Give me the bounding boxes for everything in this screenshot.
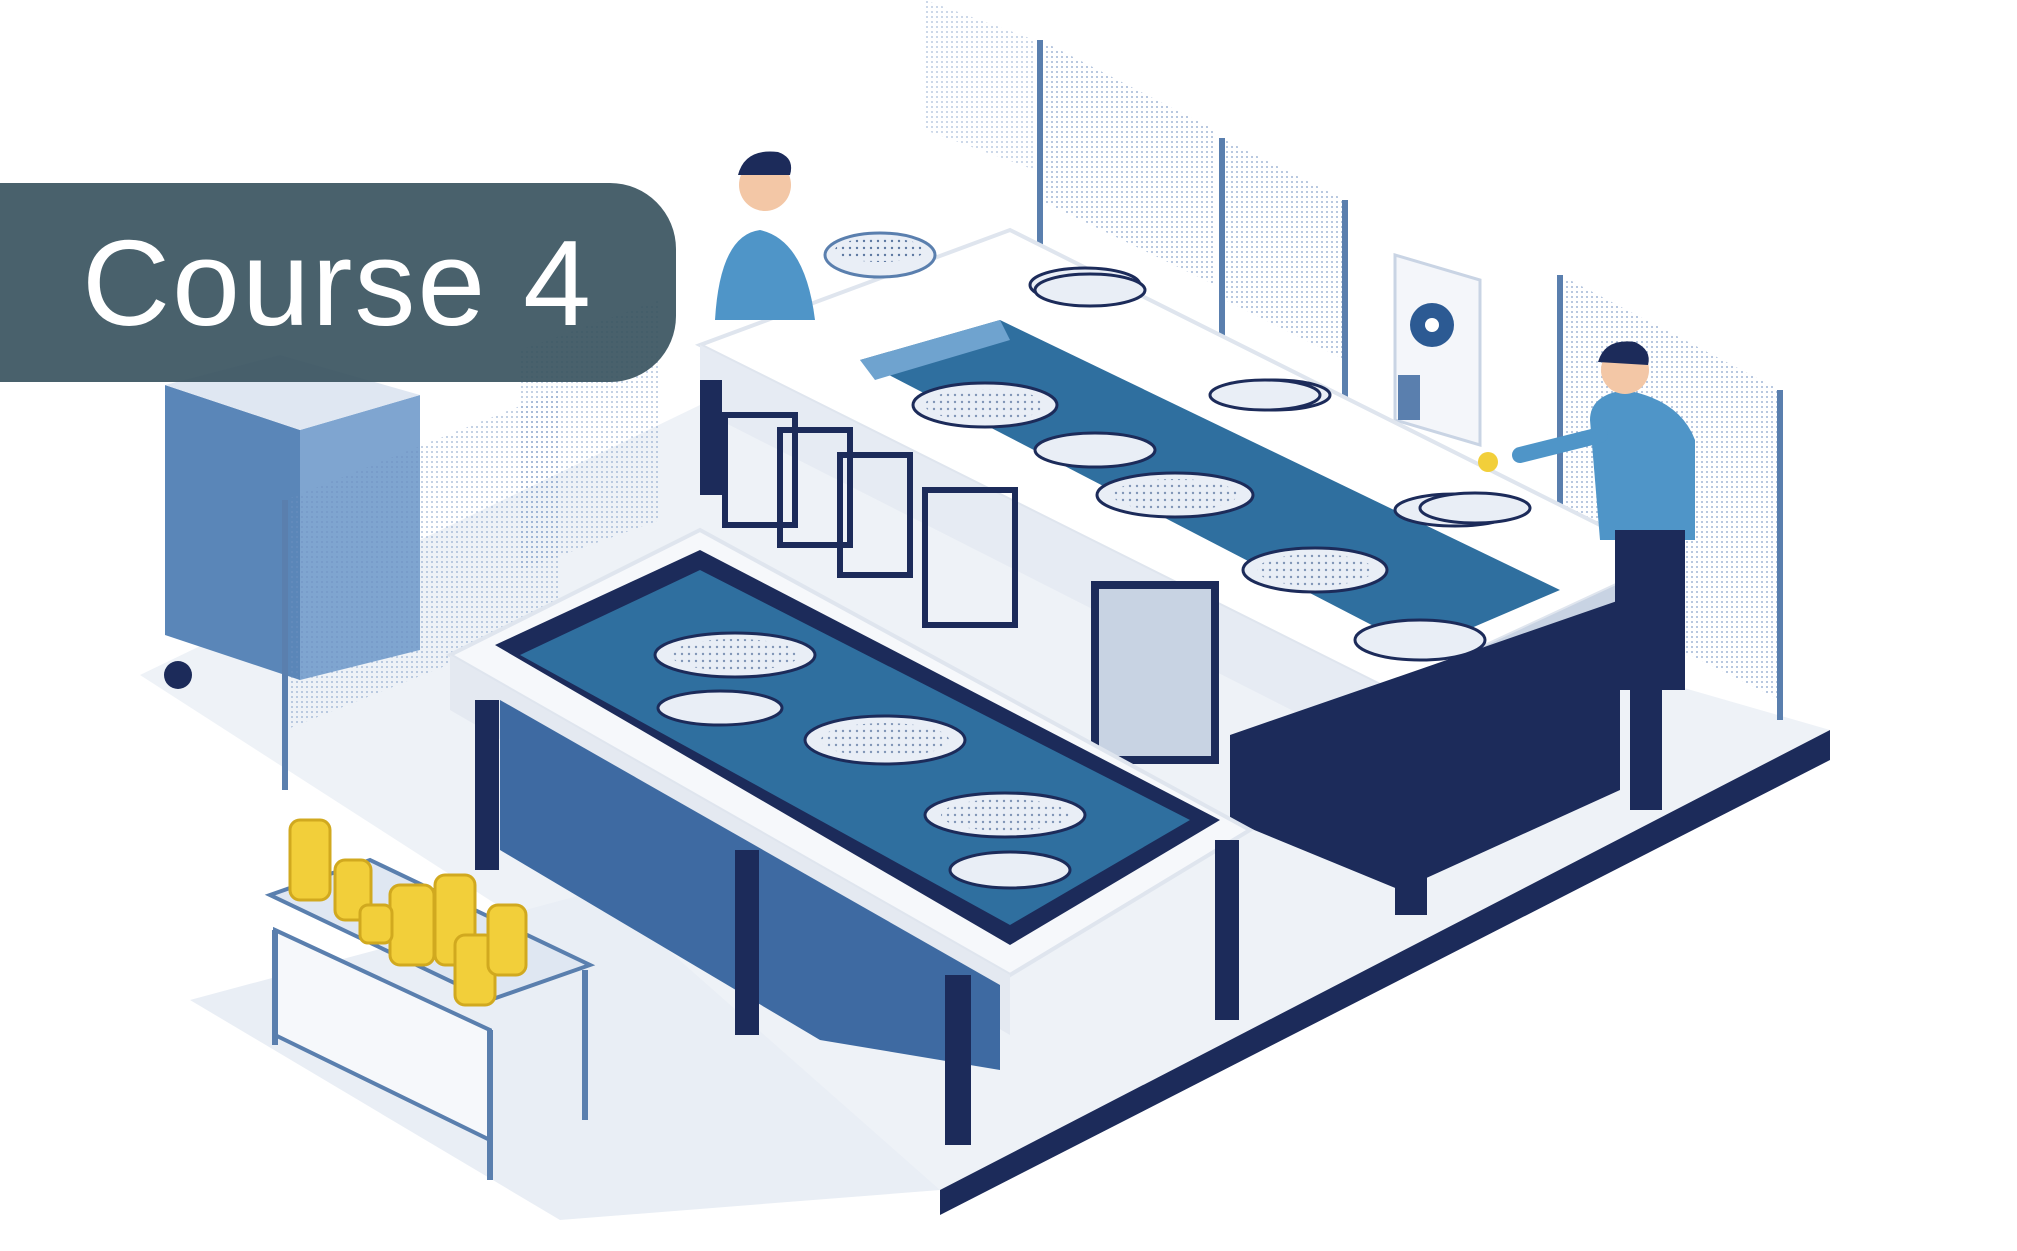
course-badge-label: Course 4 bbox=[82, 214, 594, 351]
fish-front-tank bbox=[653, 631, 1087, 890]
control-panel bbox=[1393, 252, 1482, 448]
worker-left bbox=[715, 151, 937, 320]
course-badge: Course 4 bbox=[0, 183, 676, 382]
worker-right bbox=[1478, 341, 1695, 690]
fish-on-counter bbox=[1033, 272, 1532, 525]
yellow-container-rack bbox=[264, 818, 596, 1180]
